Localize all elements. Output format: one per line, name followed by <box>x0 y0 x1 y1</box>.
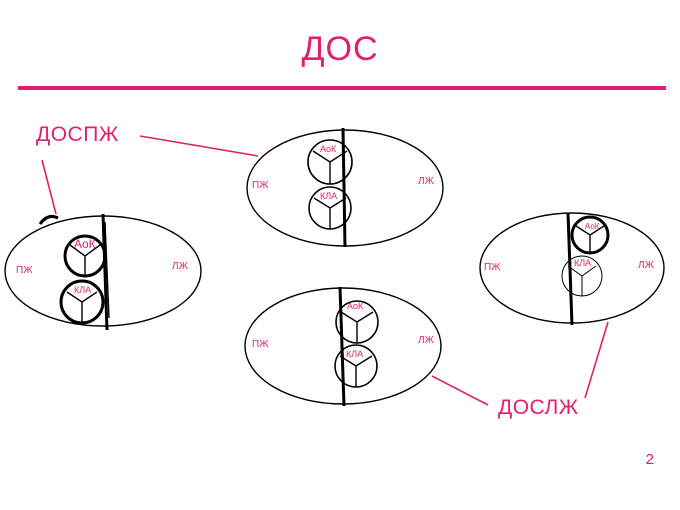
bottom-lv-label: ЛЖ <box>418 335 435 346</box>
pointer-dospzh-to-left <box>41 159 57 215</box>
bottom-pulmonary-label: КЛА <box>346 349 363 359</box>
bottom-rv-label: ПЖ <box>252 339 269 350</box>
bottom-aorta-label: АоК <box>347 301 364 311</box>
pointer-doslzh-to-right <box>584 321 609 399</box>
septum-line <box>338 286 346 407</box>
top-lv-label: ЛЖ <box>418 176 435 187</box>
page-number: 2 <box>645 451 654 468</box>
left-lv-label: ЛЖ <box>172 261 189 272</box>
aortic-valve-cusps <box>69 244 101 276</box>
top-aorta-label: АоК <box>320 144 337 154</box>
left-rv-label: ПЖ <box>16 265 33 276</box>
heart-top <box>246 127 444 248</box>
septum-line <box>341 127 347 248</box>
septum-line <box>101 213 109 331</box>
title-underline <box>18 86 666 90</box>
label-doslzh: ДОСЛЖ <box>498 396 579 419</box>
pulmonary-valve-cusps <box>567 265 597 296</box>
septum-line-2 <box>104 221 110 319</box>
right-aorta-label: АоК <box>585 222 600 231</box>
top-rv-label: ПЖ <box>252 180 269 191</box>
aortic-valve-cusps <box>575 225 605 253</box>
aortic-valve-cusps <box>340 311 374 343</box>
top-pulmonary-label: КЛА <box>320 191 337 201</box>
page-title: ДОС <box>301 30 379 68</box>
label-dospzh: ДОСПЖ <box>36 123 119 146</box>
heart-left <box>4 213 202 331</box>
pulmonary-valve-cusps <box>339 355 373 387</box>
aortic-valve-cusps <box>312 150 348 184</box>
pointer-dospzh-to-top <box>139 135 259 157</box>
left-pulmonary-label: КЛА <box>74 285 91 295</box>
right-rv-label: ПЖ <box>484 262 501 273</box>
septum-line <box>566 212 574 326</box>
left-aorta-label: АоК <box>74 237 96 251</box>
pulmonary-valve-cusps <box>66 291 98 323</box>
right-lv-label: ЛЖ <box>638 260 655 271</box>
pointer-lines <box>41 135 609 406</box>
outline-accent <box>38 215 59 225</box>
heart-right <box>479 212 665 326</box>
heart-bottom <box>244 286 442 407</box>
pulmonary-valve-cusps <box>313 197 347 229</box>
right-pulmonary-label: КЛА <box>574 258 591 268</box>
pointer-doslzh-to-bottom <box>431 375 489 406</box>
